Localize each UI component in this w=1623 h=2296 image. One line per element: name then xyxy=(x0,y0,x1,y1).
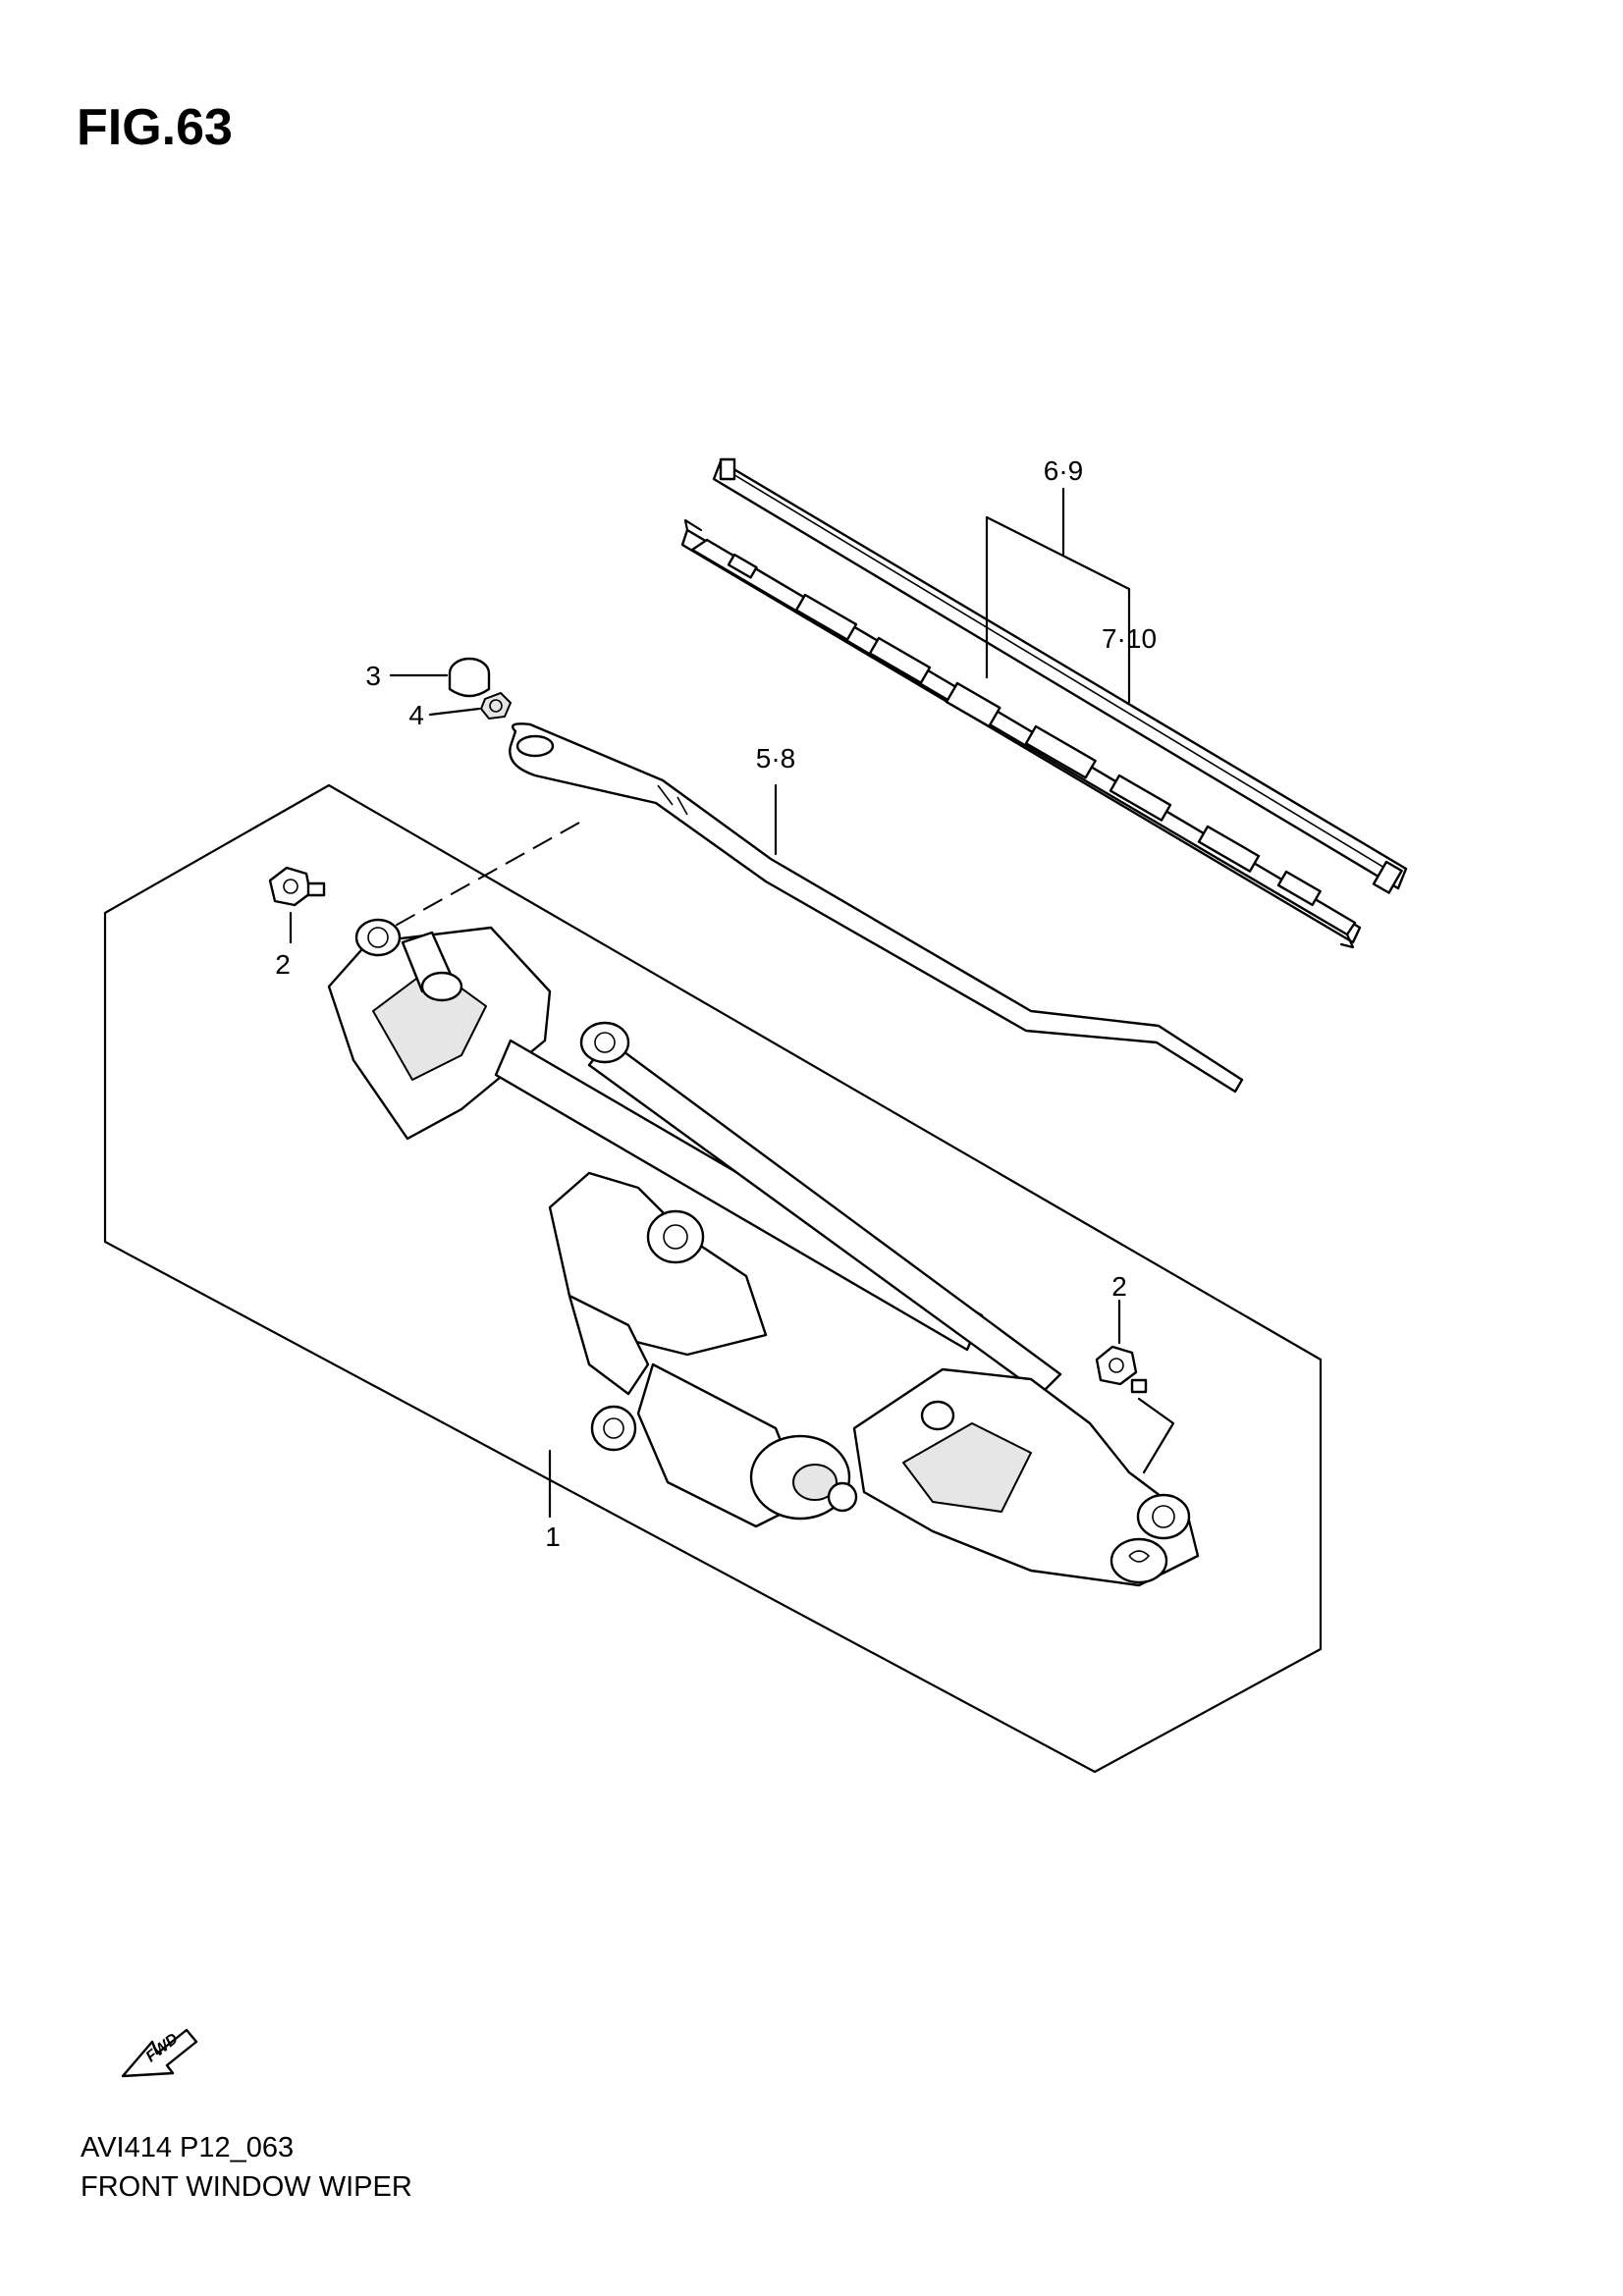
callout-5-8: 5·8 xyxy=(756,743,795,774)
callout-4: 4 xyxy=(408,700,424,730)
wiper-blade-7-10 xyxy=(680,518,1362,949)
bolt-2-left xyxy=(268,866,326,944)
cap-3 xyxy=(389,657,491,698)
wiper-arm-5-8 xyxy=(509,722,1244,1094)
fwd-arrow-icon: FWD xyxy=(121,2028,198,2078)
callout-6-9: 6·9 xyxy=(1044,455,1083,486)
diagram-code: AVI414 P12_063 xyxy=(81,2132,295,2163)
wiper-linkage-assembly-1 xyxy=(327,918,1200,1587)
diagram-name: FRONT WINDOW WIPER xyxy=(81,2171,412,2203)
leader-6-9-7-10 xyxy=(985,487,1131,704)
callout-2-left: 2 xyxy=(275,949,291,980)
wiper-blade-6-9 xyxy=(712,457,1408,894)
callout-2-right: 2 xyxy=(1111,1271,1127,1302)
arm-pivot-dash xyxy=(382,822,580,934)
callout-1: 1 xyxy=(545,1522,561,1552)
bolt-2-right xyxy=(1095,1299,1175,1474)
callout-7-10: 7·10 xyxy=(1102,623,1157,654)
callout-3: 3 xyxy=(365,661,381,691)
figure-title: FIG.63 xyxy=(77,99,233,156)
nut-4 xyxy=(428,692,512,720)
assembly-boundary xyxy=(103,783,1323,1774)
